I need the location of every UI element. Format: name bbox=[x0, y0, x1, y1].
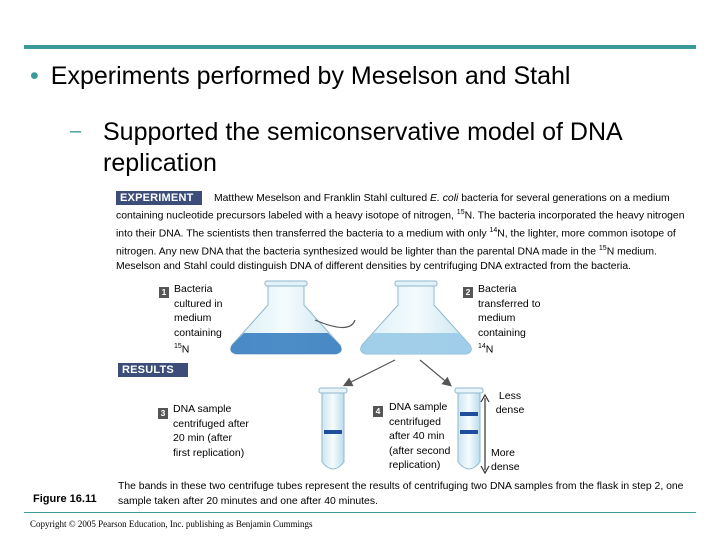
step-2-number: 2 bbox=[463, 287, 473, 298]
footer-rule bbox=[24, 512, 696, 513]
step-2-text: Bacteria transferred to medium containin… bbox=[478, 283, 541, 356]
band-light bbox=[460, 412, 478, 416]
figure-caption: The bands in these two centrifuge tubes … bbox=[118, 481, 684, 507]
band-hybrid-2 bbox=[460, 430, 478, 434]
band-hybrid bbox=[324, 430, 342, 434]
copyright-text: Copyright © 2005 Pearson Education, Inc.… bbox=[30, 519, 313, 529]
density-arrow-up-icon bbox=[480, 393, 490, 403]
less-dense-label: Less dense bbox=[495, 390, 525, 416]
dash-icon: – bbox=[70, 120, 82, 142]
results-tag: RESULTS bbox=[118, 363, 188, 377]
step-1-number: 1 bbox=[159, 287, 169, 298]
figure-label: Figure 16.11 bbox=[33, 493, 97, 505]
experiment-intro: Matthew Meselson and Franklin Stahl cult… bbox=[116, 193, 685, 273]
flask-15n bbox=[230, 280, 342, 355]
density-arrow-down-icon bbox=[480, 465, 490, 475]
more-dense-label: More dense bbox=[491, 447, 520, 473]
title-rule bbox=[24, 45, 696, 49]
step-3-text: DNA sample centrifuged after 20 min (aft… bbox=[173, 403, 249, 459]
bullet-icon: • bbox=[30, 62, 39, 90]
step-3-number: 3 bbox=[158, 408, 168, 419]
sub-bullet-text: Supported the semiconservative model of … bbox=[103, 118, 622, 177]
main-bullet-text: Experiments performed by Meselson and St… bbox=[50, 62, 571, 90]
arrow-to-tube-20min bbox=[342, 359, 396, 387]
flask-14n bbox=[360, 280, 472, 355]
centrifuge-tube-40min bbox=[454, 387, 484, 470]
centrifuge-tube-20min bbox=[318, 387, 348, 470]
arrow-to-tube-40min bbox=[419, 359, 452, 387]
step-4-text: DNA sample centrifuged after 40 min (aft… bbox=[389, 401, 451, 471]
step-4-number: 4 bbox=[373, 406, 383, 417]
main-bullet: • Experiments performed by Meselson and S… bbox=[30, 60, 570, 92]
experiment-tag: EXPERIMENT bbox=[116, 191, 202, 205]
transfer-arrow bbox=[314, 319, 356, 329]
